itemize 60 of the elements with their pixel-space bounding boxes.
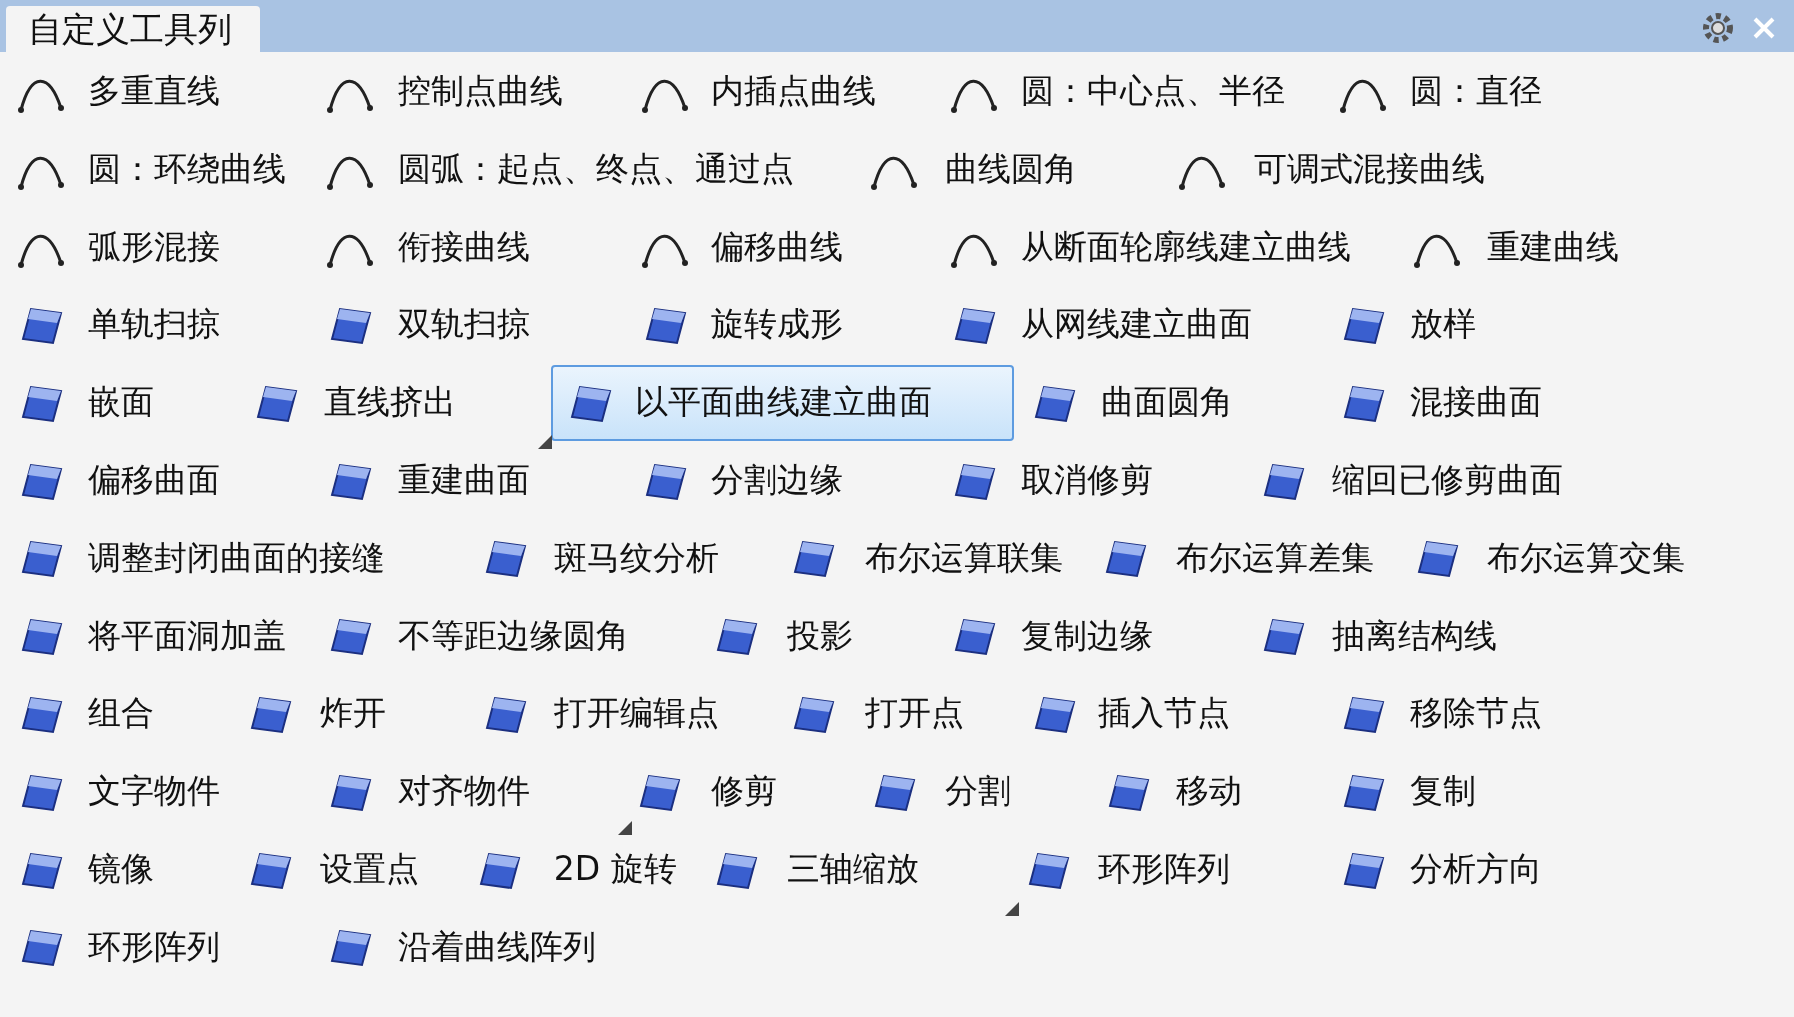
tool-button: 重建曲线: [1487, 215, 1620, 280]
tool-button: 取消修剪: [1020, 448, 1153, 513]
tool-button: 圆：中心点、半径: [1020, 59, 1285, 124]
tool-button: 分析方向: [1409, 837, 1542, 902]
tool-button: 修剪: [710, 759, 777, 824]
toolbar-tab: 自定义工具列: [6, 6, 260, 52]
tool-button: 嵌面: [88, 370, 155, 435]
tool-button: 缩回已修剪曲面: [1331, 448, 1563, 513]
tool-button: 复制边缘: [1020, 604, 1153, 669]
tool-button: 移动: [1176, 759, 1243, 824]
tool-button: 内插点曲线: [710, 59, 876, 124]
tool-button: 调整封闭曲面的接缝: [88, 526, 386, 591]
tool-button: 偏移曲面: [88, 448, 221, 513]
tool-button: 混接曲面: [1409, 370, 1542, 435]
tool-button: 斑马纹分析: [553, 526, 719, 591]
tool-button: 从断面轮廓线建立曲线: [1020, 215, 1351, 280]
tool-button: 2D 旋转: [553, 837, 677, 902]
tool-button: 将平面洞加盖: [88, 604, 287, 669]
tool-button: 可调式混接曲线: [1253, 137, 1485, 202]
tool-button: 移除节点: [1409, 681, 1542, 746]
tool-button: 镜像: [88, 837, 155, 902]
tool-button: 多重直线: [88, 59, 221, 124]
tool-button: 设置点: [320, 837, 420, 902]
tool-button: 投影: [787, 604, 854, 669]
tool-button: 放样: [1409, 292, 1476, 357]
tool-button: 三轴缩放: [787, 837, 920, 902]
tool-button: 文字物件: [88, 759, 221, 824]
tool-button: 分割边缘: [710, 448, 843, 513]
tool-button: 打开编辑点: [553, 681, 719, 746]
tool-button: 旋转成形: [710, 292, 843, 357]
tool-button: 曲面圆角: [1100, 370, 1233, 435]
tool-button: 弧形混接: [88, 215, 221, 280]
tool-button: 曲线圆角: [945, 137, 1078, 202]
tool-button: 对齐物件: [398, 759, 531, 824]
tool-button: 环形阵列: [1098, 837, 1231, 902]
tool-button: 圆弧：起点、终点、通过点: [398, 137, 795, 202]
tool-button: 从网线建立曲面: [1020, 292, 1252, 357]
tool-button: 圆：环绕曲线: [88, 137, 287, 202]
tool-button: 直线挤出: [323, 370, 456, 435]
tool-button: 不等距边缘圆角: [398, 604, 630, 669]
tool-button: 布尔运算联集: [864, 526, 1063, 591]
tool-button: 分割: [945, 759, 1012, 824]
tool-button: 打开点: [864, 681, 964, 746]
tool-button: 布尔运算交集: [1487, 526, 1686, 591]
tool-button: 衔接曲线: [398, 215, 531, 280]
tool-button: 炸开: [320, 681, 387, 746]
tool-button: 插入节点: [1098, 681, 1231, 746]
tool-button: 控制点曲线: [398, 59, 564, 124]
tool-button: 偏移曲线: [710, 215, 843, 280]
tool-button: 单轨扫掠: [88, 292, 221, 357]
tool-button: 复制: [1409, 759, 1476, 824]
tool-button: 双轨扫掠: [398, 292, 531, 357]
tool-button: 布尔运算差集: [1176, 526, 1375, 591]
tool-button: 圆：直径: [1409, 59, 1542, 124]
tool-button: 环形阵列: [88, 915, 221, 980]
tool-button: 抽离结构线: [1331, 604, 1497, 669]
tool-button: 重建曲面: [398, 448, 531, 513]
tool-button: 沿着曲线阵列: [398, 915, 597, 980]
tool-button: 组合: [88, 681, 155, 746]
tool-button: 以平面曲线建立曲面: [551, 364, 1014, 441]
